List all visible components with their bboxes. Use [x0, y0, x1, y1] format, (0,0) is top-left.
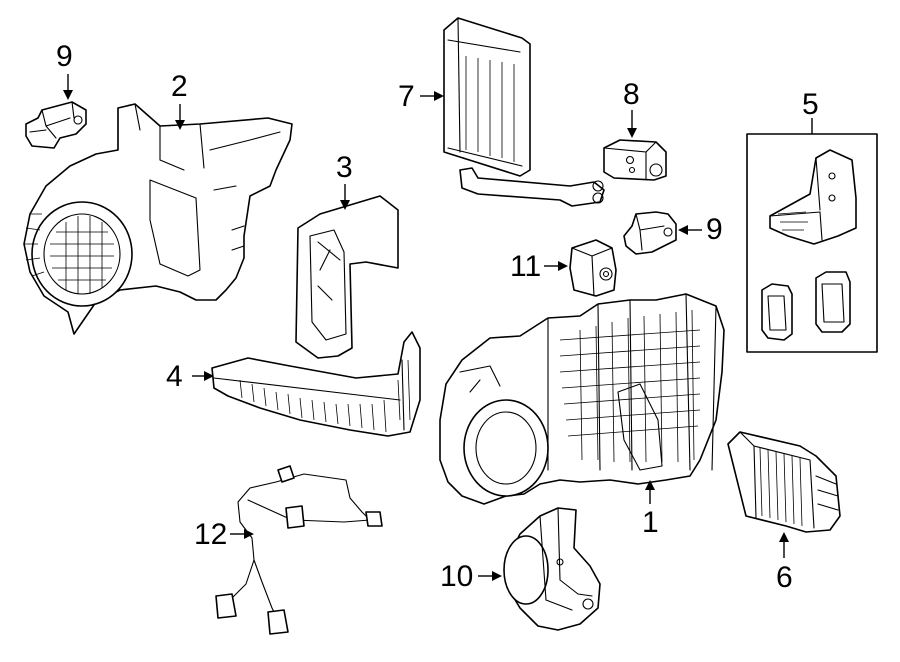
part-9-sensor-left [25, 101, 87, 149]
part-3-duct [295, 195, 399, 359]
callout-9-right: 9 [706, 213, 723, 246]
part-11-actuator [569, 239, 617, 297]
part-8-valve [603, 139, 667, 181]
callout-12: 12 [194, 518, 228, 551]
arrowhead-4 [204, 371, 214, 381]
part-7-evaporator-core [443, 17, 605, 207]
callout-5: 5 [802, 88, 819, 121]
arrowhead-9-left [63, 90, 73, 100]
callout-10: 10 [440, 560, 474, 593]
callout-6: 6 [776, 561, 793, 594]
callout-7: 7 [398, 80, 415, 113]
arrowhead-9-right [678, 225, 688, 235]
callout-11: 11 [510, 250, 542, 283]
part-5-kit-box [746, 133, 878, 353]
callout-3: 3 [336, 151, 353, 184]
callout-4: 4 [166, 360, 183, 393]
arrowhead-3 [340, 200, 350, 210]
arrowhead-12 [244, 529, 254, 539]
callout-1: 1 [642, 506, 659, 539]
leader-lines [63, 74, 813, 581]
arrowhead-6 [779, 532, 789, 542]
part-2-blower-case [23, 103, 293, 335]
part-6-control-module [727, 431, 841, 533]
callout-9-left: 9 [56, 40, 73, 73]
arrowhead-10 [492, 571, 502, 581]
callout-2: 2 [171, 70, 188, 103]
arrowhead-8 [627, 128, 637, 138]
arrowhead-7 [434, 91, 444, 101]
part-10-blower-motor [503, 507, 601, 631]
part-9-sensor-right [623, 211, 677, 255]
callout-8: 8 [623, 78, 640, 111]
part-12-wire-harness [215, 465, 383, 635]
arrowhead-11 [558, 261, 568, 271]
part-4-lower-duct [211, 331, 421, 437]
arrowhead-2 [175, 120, 185, 130]
part-1-hvac-module [439, 293, 725, 505]
arrowhead-1 [645, 480, 655, 490]
